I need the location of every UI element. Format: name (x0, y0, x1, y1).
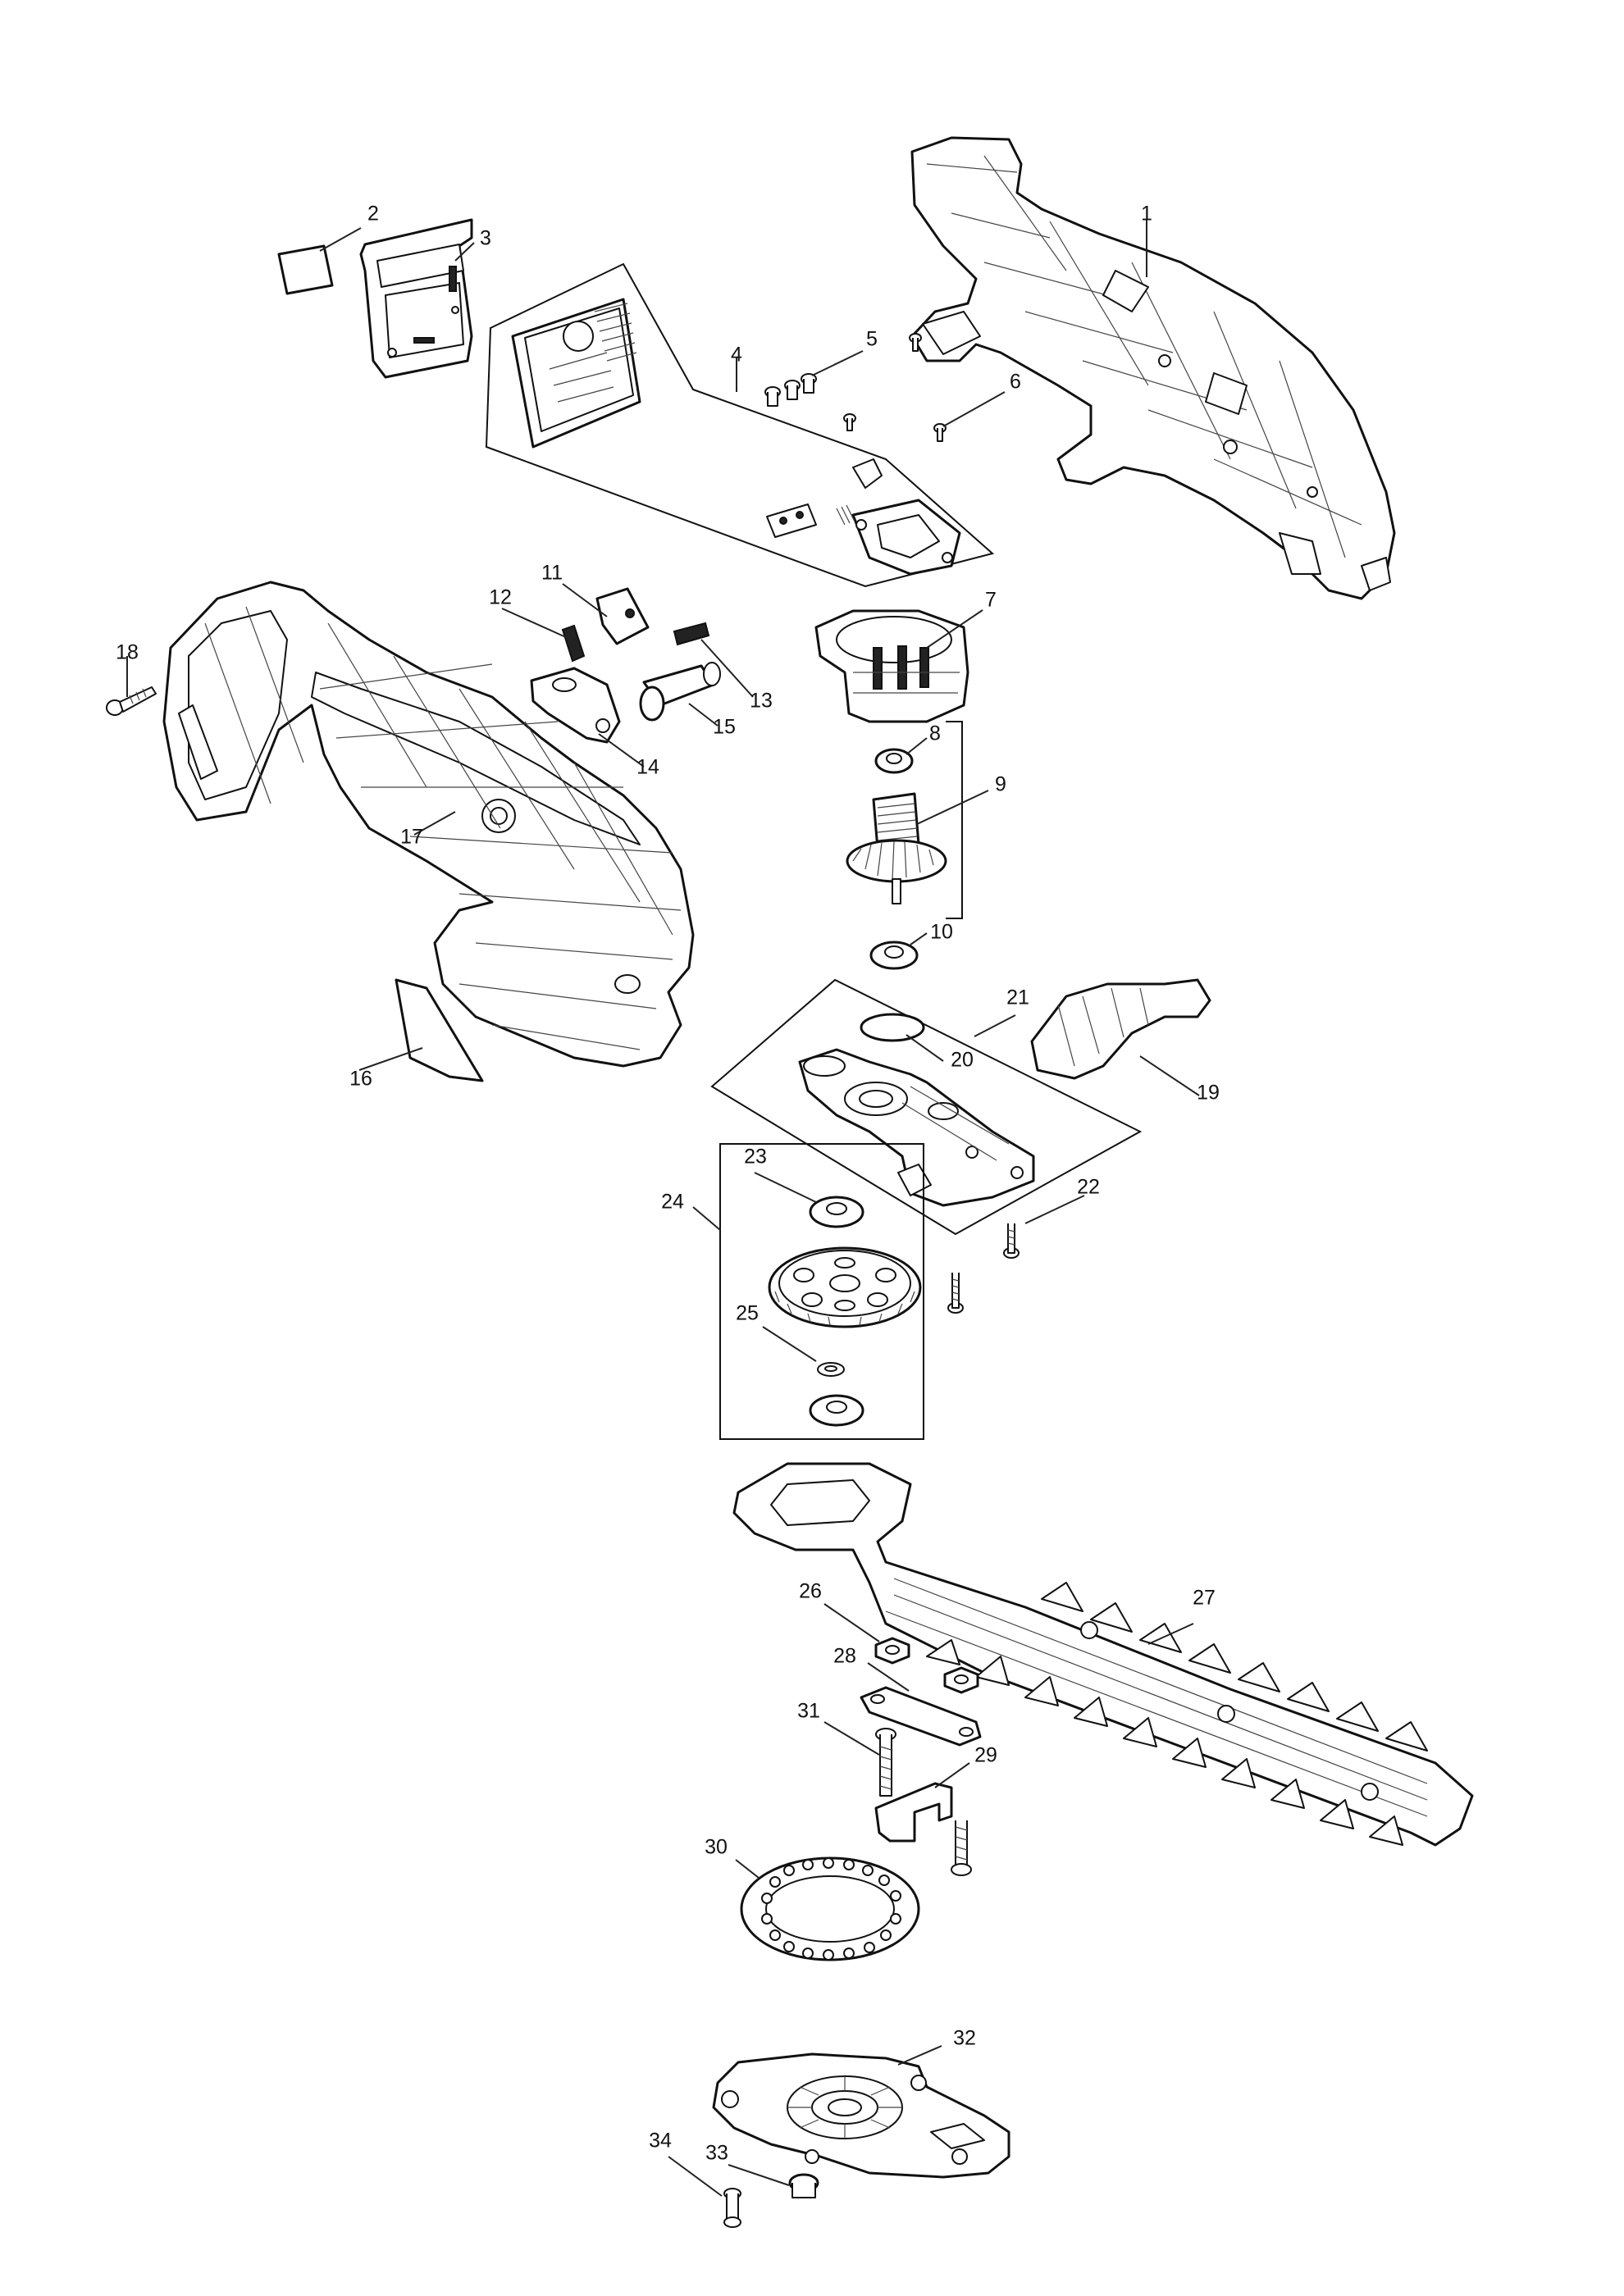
callout-21: 21 (1006, 986, 1029, 1009)
callout-22: 22 (1077, 1176, 1100, 1199)
part-5-screws (764, 373, 856, 431)
callout-8: 8 (929, 722, 941, 745)
part-20-o-ring (860, 1013, 925, 1042)
part-24-lower-bearing (809, 1394, 864, 1427)
callout-7: 7 (985, 589, 997, 612)
part-32-base-plate (712, 2052, 1010, 2179)
part-26-nut (874, 1637, 979, 1694)
part-17-front-handle (162, 581, 695, 1068)
callout-24: 24 (661, 1191, 684, 1214)
callout-18: 18 (116, 641, 139, 664)
callout-5: 5 (866, 328, 878, 351)
callout-4: 4 (731, 344, 742, 367)
callout-16: 16 (349, 1068, 372, 1091)
part-34-screw (723, 2188, 741, 2228)
callout-25: 25 (736, 1302, 759, 1325)
part-21-gear-housing-group (710, 978, 1143, 1236)
part-4-controller-kit-group (485, 262, 995, 588)
part-8-bearing (874, 748, 914, 774)
part-14-lever (530, 667, 621, 744)
part-24-gear (768, 1246, 922, 1328)
part-15-switch-button (639, 662, 721, 722)
callout-13: 13 (750, 690, 773, 713)
callout-1: 1 (1141, 203, 1152, 226)
callout-11: 11 (541, 562, 563, 585)
part-number-labels: 1 2 3 4 5 6 7 8 9 10 11 12 13 14 15 16 1… (116, 203, 1220, 2165)
callout-3: 3 (480, 227, 491, 250)
callout-6: 6 (1010, 371, 1021, 394)
part-25-washer (817, 1362, 845, 1377)
part-24-gear-group (719, 1143, 924, 1440)
part-11-switch (595, 587, 650, 645)
part-31-bolt (875, 1728, 972, 1876)
part-18-screw (106, 686, 157, 716)
callout-33: 33 (705, 2142, 728, 2165)
part-8-10-armature-group (846, 721, 963, 970)
callout-29: 29 (974, 1744, 997, 1767)
callout-28: 28 (833, 1645, 856, 1668)
callout-19: 19 (1197, 1082, 1220, 1105)
callout-9: 9 (995, 773, 1006, 796)
part-29-bracket (874, 1782, 953, 1843)
part-1-rear-handle-housing (910, 136, 1396, 600)
part-33-plug (788, 2173, 819, 2198)
callout-17: 17 (400, 826, 423, 849)
callout-34: 34 (649, 2130, 672, 2152)
callout-10: 10 (930, 921, 953, 944)
part-9-armature (846, 792, 947, 904)
part-23-bearing (809, 1196, 864, 1228)
part-30-gasket (740, 1856, 920, 1961)
callout-27: 27 (1193, 1587, 1216, 1610)
part-19-grip-cover (1030, 978, 1211, 1080)
callout-2: 2 (367, 203, 379, 226)
callout-12: 12 (489, 586, 512, 609)
part-7-motor-housing (814, 609, 969, 723)
leader-lines (126, 220, 1200, 2197)
part-16-label (395, 978, 484, 1082)
part-12-spring (561, 624, 586, 663)
callout-23: 23 (744, 1146, 767, 1168)
part-27-blade-assembly (732, 1462, 1474, 1847)
callout-26: 26 (799, 1580, 822, 1603)
callout-30: 30 (705, 1836, 728, 1859)
callout-15: 15 (713, 716, 736, 739)
part-3-controller-board (359, 218, 473, 379)
callout-32: 32 (953, 2027, 976, 2050)
callout-20: 20 (951, 1049, 974, 1072)
part-28-plate (860, 1686, 982, 1747)
part-10-bearing (869, 941, 919, 970)
part-6-screw (909, 333, 947, 442)
callout-31: 31 (797, 1700, 820, 1723)
part-13-spring (673, 622, 710, 646)
part-22-screw (947, 1223, 1020, 1314)
part-2-label (277, 244, 334, 295)
callout-14: 14 (636, 756, 659, 779)
